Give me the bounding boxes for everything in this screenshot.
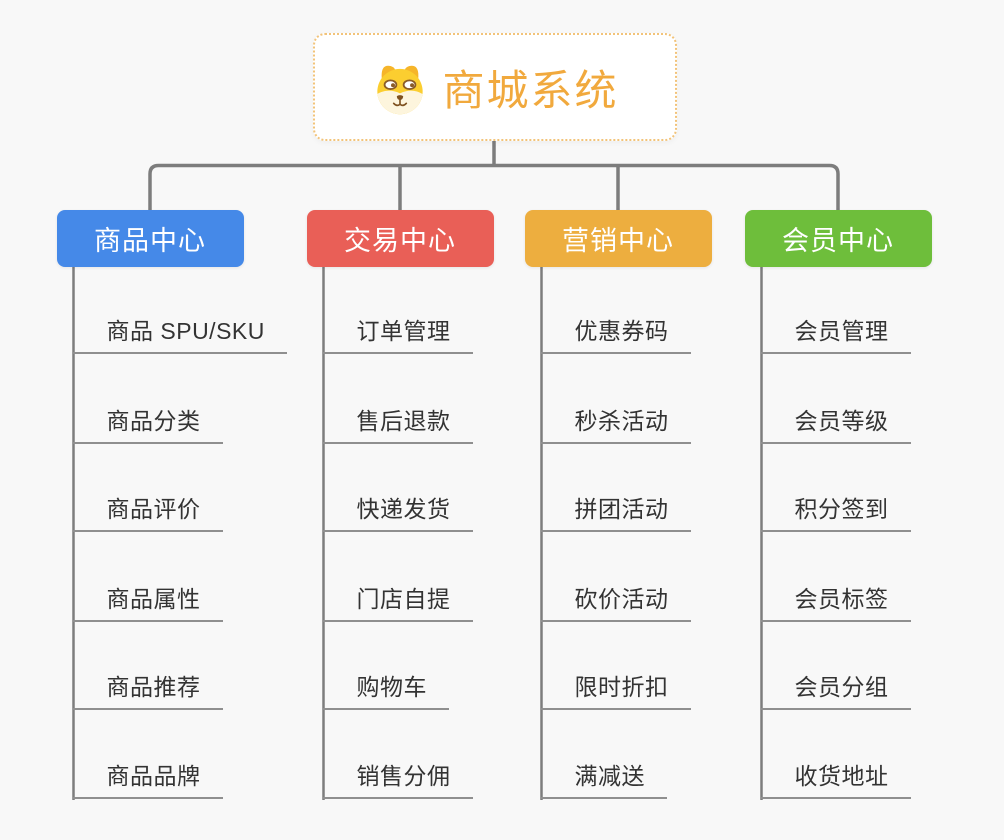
sub-topic[interactable]: 秒杀活动 — [540, 406, 691, 444]
sub-topic[interactable]: 积分签到 — [760, 494, 911, 532]
sub-topic[interactable]: 收货地址 — [760, 761, 911, 799]
sub-topic[interactable]: 商品 SPU/SKU — [72, 316, 287, 354]
sub-topic[interactable]: 购物车 — [322, 672, 449, 710]
sub-topic[interactable]: 优惠券码 — [540, 316, 691, 354]
dog-face-icon — [371, 58, 429, 116]
branch-node-3[interactable]: 营销中心 — [524, 210, 712, 267]
sub-topic[interactable]: 商品属性 — [72, 584, 223, 622]
sub-topic[interactable]: 门店自提 — [322, 584, 473, 622]
sub-topic[interactable]: 会员管理 — [760, 316, 911, 354]
sub-topic[interactable]: 商品品牌 — [72, 761, 223, 799]
sub-topic[interactable]: 商品分类 — [72, 406, 223, 444]
branch-node-2[interactable]: 交易中心 — [306, 210, 494, 267]
sub-topic[interactable]: 限时折扣 — [540, 672, 691, 710]
sub-topic[interactable]: 会员标签 — [760, 584, 911, 622]
sub-topic[interactable]: 售后退款 — [322, 406, 473, 444]
root-topic[interactable]: 商城系统 — [313, 33, 677, 141]
sub-topic[interactable]: 满减送 — [540, 761, 667, 799]
branch-node-1[interactable]: 商品中心 — [56, 210, 244, 267]
sub-topic[interactable]: 会员等级 — [760, 406, 911, 444]
sub-topic[interactable]: 砍价活动 — [540, 584, 691, 622]
sub-topic[interactable]: 订单管理 — [322, 316, 473, 354]
sub-topic[interactable]: 快递发货 — [322, 494, 473, 532]
branch-label: 营销中心 — [562, 226, 674, 256]
branch-label: 商品中心 — [94, 226, 206, 256]
sub-topic[interactable]: 会员分组 — [760, 672, 911, 710]
sub-topic[interactable]: 商品评价 — [72, 494, 223, 532]
sub-topic[interactable]: 商品推荐 — [72, 672, 223, 710]
root-topic-label: 商城系统 — [442, 66, 619, 114]
branch-label: 交易中心 — [344, 226, 456, 256]
sub-topic[interactable]: 销售分佣 — [322, 761, 473, 799]
branch-node-4[interactable]: 会员中心 — [744, 210, 932, 267]
sub-topic[interactable]: 拼团活动 — [540, 494, 691, 532]
branch-label: 会员中心 — [782, 226, 894, 256]
